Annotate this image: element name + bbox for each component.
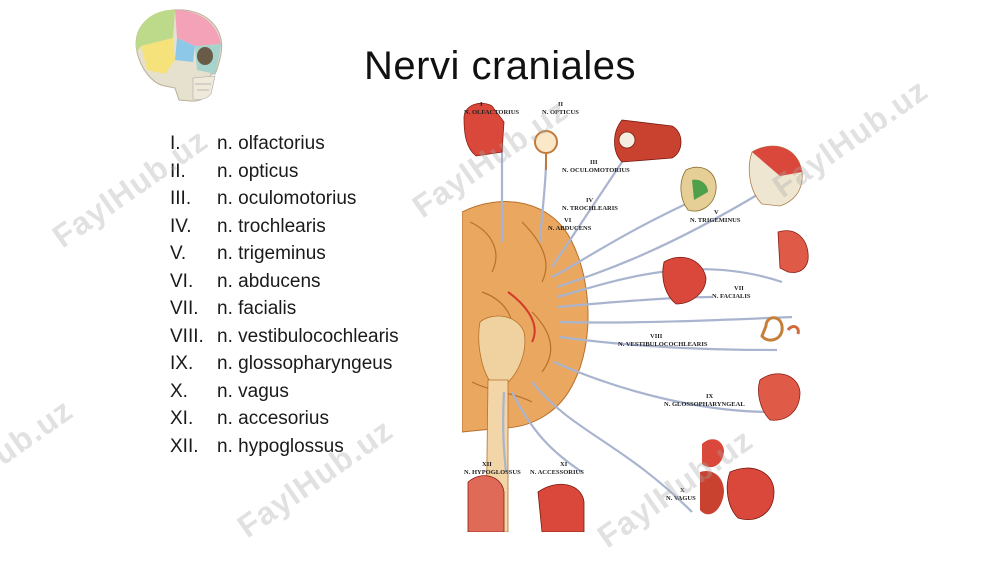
nerve-name: n. glossopharyngeus [217, 353, 393, 374]
list-item: III. n. oculomotorius [170, 185, 399, 213]
label-v-num: V [714, 209, 719, 216]
label-viii-num: VIII [650, 333, 663, 340]
nerve-name: n. trigeminus [217, 243, 326, 264]
label-viii-name: N. VESTIBULOCOCHLEARIS [618, 341, 708, 348]
nerve-name: n. hypoglossus [217, 435, 344, 457]
label-ix-num: IX [706, 393, 714, 400]
label-i-name: N. OLFACTORIUS [464, 109, 519, 116]
nerve-number: VIII. [170, 325, 204, 347]
list-item: II. n. opticus [170, 158, 399, 186]
nerve-name: n. facialis [217, 298, 297, 319]
label-xi-name: N. ACCESSORIUS [530, 469, 584, 476]
label-ii-name: N. OPTICUS [542, 109, 579, 116]
organ-illustrations [463, 102, 809, 532]
nerve-number: VI. [170, 270, 194, 292]
label-i-num: I [480, 101, 483, 108]
nerve-number: XI. [170, 408, 194, 429]
list-item: VI. n. abducens [170, 268, 399, 296]
cranial-nerve-list: I. n. olfactorius II. n. opticus III. n. oc… [170, 130, 399, 460]
label-iv-name: N. TROCHLEARIS [562, 205, 618, 212]
label-vi-name: N. ABDUCENS [548, 225, 592, 232]
label-v-name: N. TRIGEMINUS [690, 217, 741, 224]
skull-logo [135, 9, 223, 102]
list-item: X. n. vagus [170, 378, 399, 406]
label-xii-name: N. HYPOGLOSSUS [464, 469, 521, 476]
nerve-number: IV. [170, 215, 192, 237]
nerve-name: n. olfactorius [217, 133, 325, 154]
label-vii-num: VII [734, 285, 744, 292]
nerve-name: n. trochlearis [217, 215, 326, 237]
label-vi-num: VI [564, 217, 572, 224]
nerve-number: VII. [170, 298, 199, 319]
nerve-name: n. oculomotorius [217, 188, 357, 209]
nerve-number: XII. [170, 435, 199, 457]
nerve-name: n. accesorius [217, 408, 329, 429]
brain-illustration [462, 201, 589, 433]
nerve-name: n. vestibulocochlearis [217, 325, 399, 347]
list-item: IV. n. trochlearis [170, 213, 399, 241]
nerve-number: X. [170, 380, 188, 402]
label-x-num: X [680, 487, 685, 494]
label-xi-num: XI [560, 461, 568, 468]
list-item: I. n. olfactorius [170, 130, 399, 158]
label-iii-num: III [590, 159, 598, 166]
slide-title: Nervi craniales [363, 44, 637, 88]
label-x-name: N. VAGUS [666, 495, 696, 502]
diagram-labels: I N. OLFACTORIUS II N. OPTICUS III N. OC… [464, 101, 751, 502]
list-item: IX. n. glossopharyngeus [170, 350, 399, 378]
list-item: VII. n. facialis [170, 295, 399, 323]
watermark: FaylHub.uz [0, 391, 80, 525]
label-xii-num: XII [482, 461, 492, 468]
label-iv-num: IV [586, 197, 594, 204]
label-ii-num: II [558, 101, 564, 108]
cranial-nerves-diagram: I N. OLFACTORIUS II N. OPTICUS III N. OC… [462, 101, 809, 532]
nerve-lines [500, 132, 793, 513]
nerve-name: n. opticus [217, 160, 299, 182]
label-vii-name: N. FACIALIS [712, 293, 751, 300]
nerve-number: IX. [170, 353, 194, 374]
nerve-number: I. [170, 133, 181, 154]
nerve-name: n. vagus [217, 380, 289, 402]
label-iii-name: N. OCULOMOTORIUS [562, 167, 630, 174]
list-item: VIII. n. vestibulocochlearis [170, 323, 399, 351]
list-item: V. n. trigeminus [170, 240, 399, 268]
nerve-number: III. [170, 188, 192, 209]
nerve-number: II. [170, 160, 186, 182]
list-item: XI. n. accesorius [170, 405, 399, 433]
nerve-name: n. abducens [217, 270, 321, 292]
label-ix-name: N. GLOSSOPHARYNGEAL [664, 401, 745, 408]
list-item: XII. n. hypoglossus [170, 433, 399, 461]
nerve-number: V. [170, 243, 187, 264]
